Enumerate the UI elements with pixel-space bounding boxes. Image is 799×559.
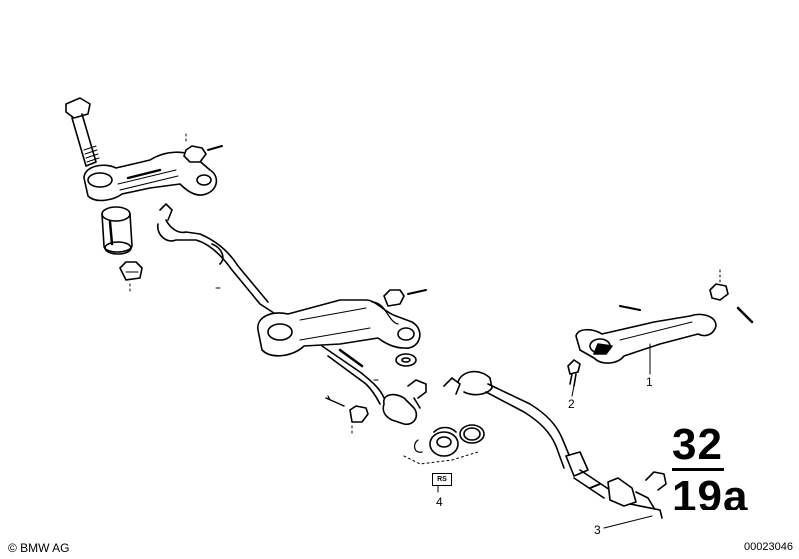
washer	[395, 353, 417, 367]
bushing	[101, 206, 133, 255]
group-number-rule	[672, 468, 724, 471]
callout-3: 3	[594, 523, 601, 537]
group-number-top: 32	[672, 420, 723, 469]
rs-badge: RS	[432, 473, 452, 486]
nut-lower-left	[119, 261, 143, 295]
tie-rod-right	[443, 370, 667, 519]
leader-lines	[437, 343, 653, 529]
dash-marks	[215, 287, 379, 381]
steering-arm	[575, 313, 717, 364]
cotter-nut-right	[619, 269, 754, 324]
pitman-arm	[257, 299, 421, 357]
cotter-nut-left-mid	[325, 395, 369, 435]
bolt-long	[65, 97, 100, 167]
idler-arm	[83, 151, 218, 202]
callout-4: 4	[436, 495, 443, 509]
dust-boot	[403, 424, 485, 465]
tie-rod-middle	[321, 345, 427, 426]
callout-1: 1	[646, 375, 653, 389]
cotter-nut-mid	[383, 289, 427, 307]
copyright: © BMW AG	[8, 541, 70, 555]
callout-2: 2	[568, 397, 575, 411]
cotter-nut-top	[183, 133, 223, 163]
group-number-bottom: 19a	[672, 472, 749, 510]
centre-tie-rod-left	[156, 203, 301, 331]
bolt-small	[567, 359, 581, 387]
document-number: 00023046	[744, 541, 793, 553]
